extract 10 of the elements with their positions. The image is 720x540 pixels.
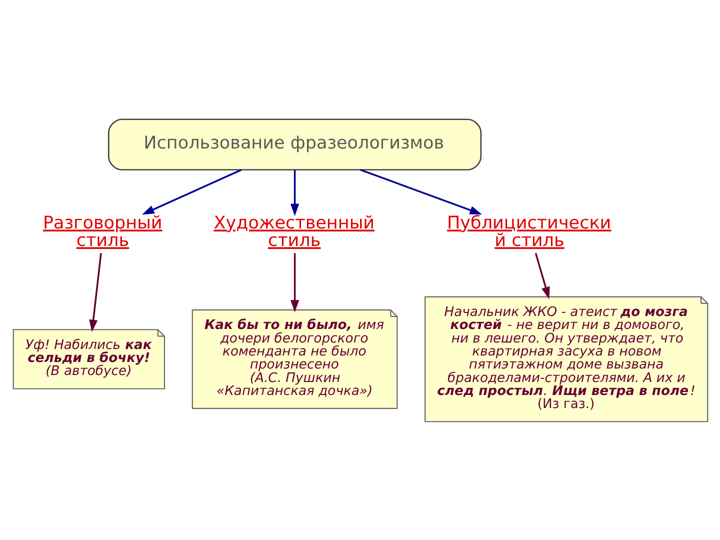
node-text: Разговорный стиль: [42, 213, 162, 251]
arrow: [534, 252, 550, 299]
node-text: Публицистически й стиль: [446, 213, 611, 251]
arrow: [290, 252, 299, 312]
arrow: [88, 252, 102, 332]
arrow: [360, 168, 482, 214]
node-text: Художественный стиль: [213, 213, 374, 251]
node-box: Использование фразеологизмов: [107, 118, 482, 170]
arrow: [142, 168, 242, 214]
arrow: [290, 169, 299, 216]
